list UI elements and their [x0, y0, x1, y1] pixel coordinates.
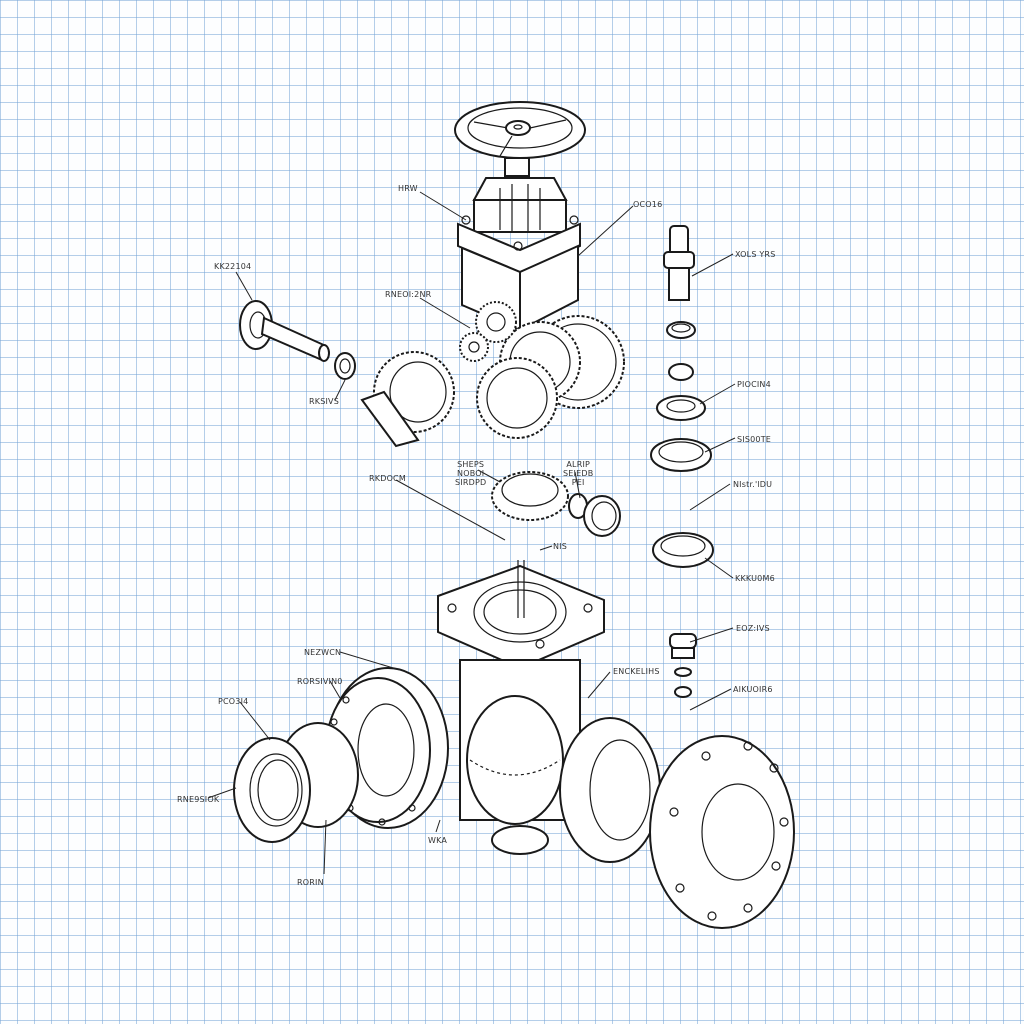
- label-bushing: RKSIVS: [309, 397, 339, 406]
- label-gear-ring: SHEPS NOBOI SIRDPD: [455, 460, 487, 487]
- label-bearing: ALRIP SEIEDB PEI: [563, 460, 594, 487]
- middle-gear-ring: [491, 471, 621, 537]
- handwheel: [454, 101, 586, 177]
- left-stem-assembly: [239, 300, 455, 448]
- label-body-bottom: WKA: [428, 836, 448, 845]
- label-body-left: RORIN: [297, 878, 324, 887]
- label-packing: PIOCIN4: [737, 380, 771, 389]
- gland-nut-stack: [669, 633, 697, 698]
- leader-lines: [207, 191, 736, 875]
- gear-housing: [457, 177, 581, 332]
- label-bottom-ring: KKKU0M6: [735, 574, 775, 583]
- label-flange-bolts: RORSIVIN0: [297, 677, 343, 686]
- valve-body: [459, 659, 581, 855]
- label-stem-side: ENCKELIHS: [613, 667, 660, 676]
- label-right-pin: XOLS YRS: [735, 250, 776, 259]
- label-handwheel-housing: HRW: [398, 184, 418, 193]
- gear-train: [459, 301, 625, 439]
- right-flange: [559, 717, 795, 929]
- label-stem-mark: NIS: [553, 542, 568, 551]
- label-flange-top: NEZWCN: [304, 648, 342, 657]
- label-seal: SIS00TE: [737, 435, 772, 444]
- label-gland-nut: EOZ:IVS: [736, 624, 770, 633]
- label-washer: NIstr.'lDU: [733, 480, 773, 489]
- label-o-ring: AIKUOIR6: [733, 685, 773, 694]
- label-stem-top: KK22104: [214, 262, 252, 271]
- label-bonnet: RKDOCM: [369, 474, 406, 483]
- left-flange: [233, 667, 449, 843]
- right-part-stack: [650, 225, 714, 568]
- label-end-cap-side: RNE9SIOK: [177, 795, 220, 804]
- label-end-cap: PCO3I4: [218, 697, 249, 706]
- label-housing-right: OCO16: [633, 200, 663, 209]
- label-gear-train: RNEOI:2NR: [385, 290, 432, 299]
- bonnet-flange: [437, 560, 605, 670]
